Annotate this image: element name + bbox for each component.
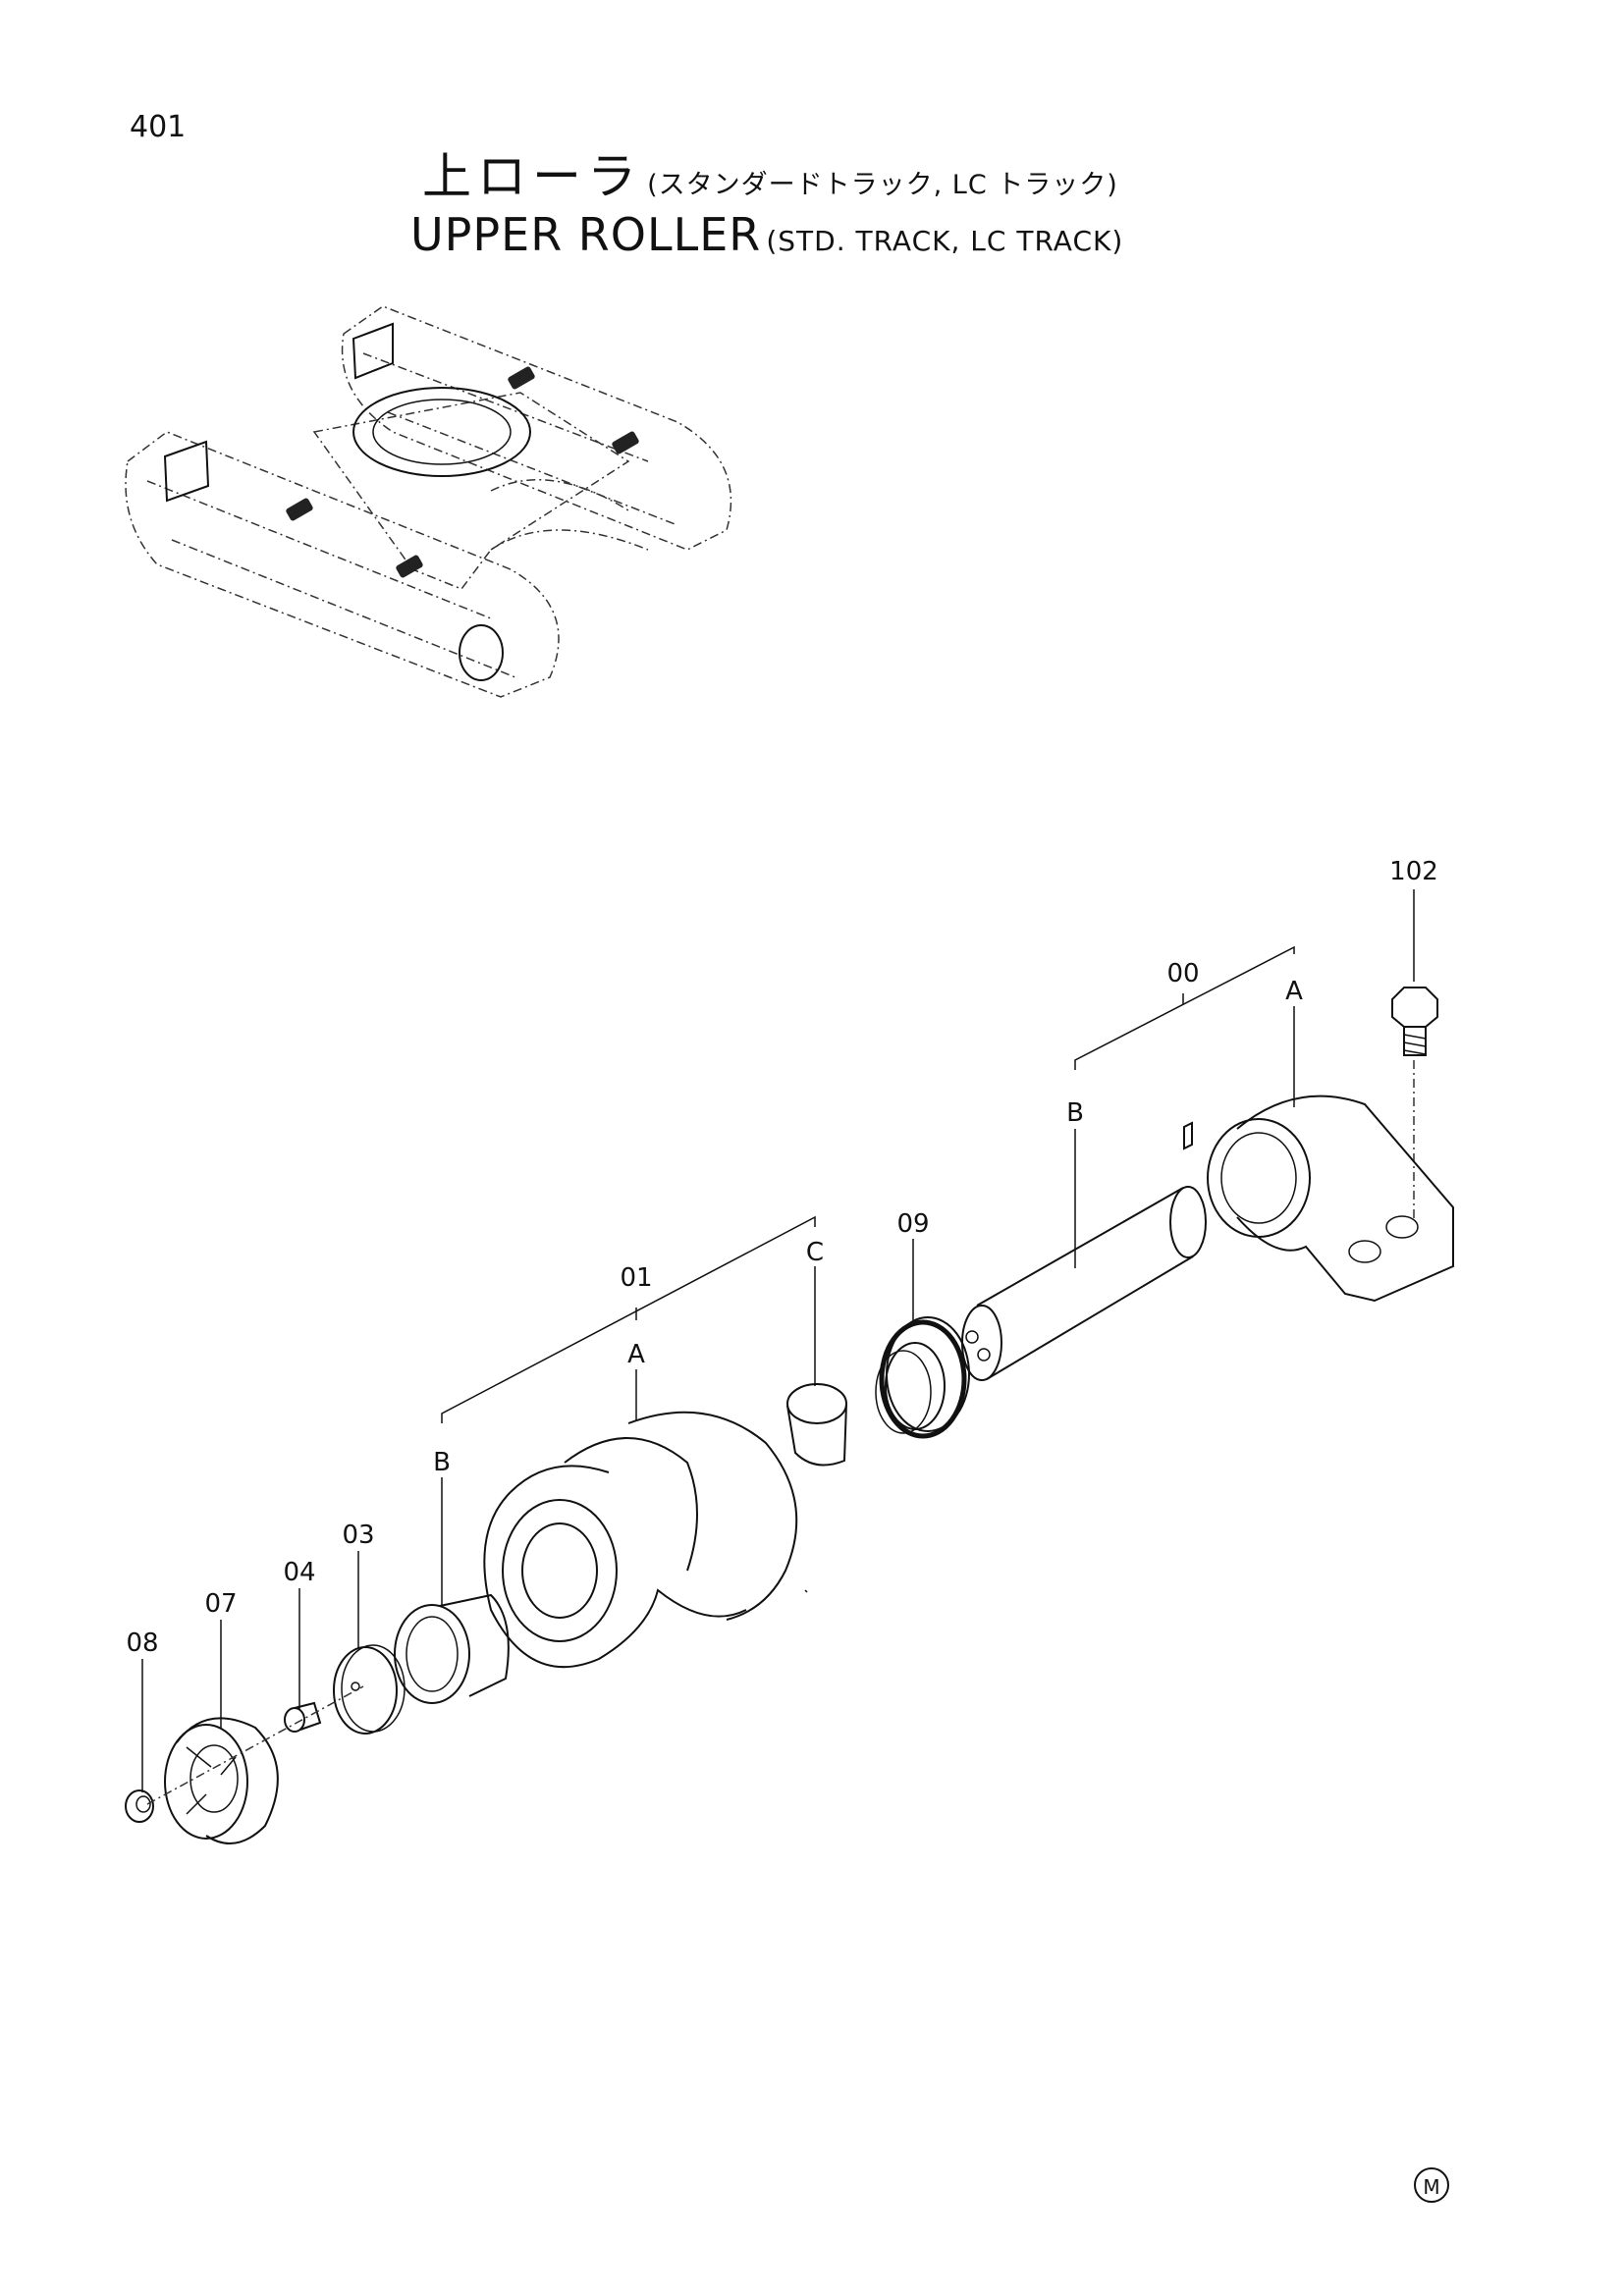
seal-09 xyxy=(875,1316,970,1439)
leader-lines xyxy=(141,945,1295,1792)
roller-01-a xyxy=(483,1411,808,1669)
bushing-01-b xyxy=(394,1593,510,1704)
callout-00-a: A xyxy=(1285,977,1303,1006)
callout-03: 03 xyxy=(342,1521,374,1550)
shaft-00-b xyxy=(961,1186,1207,1381)
callout-labels: 102 00 A B 09 01 A C B 03 04 07 08 xyxy=(126,857,1437,1658)
plug-08 xyxy=(125,1789,154,1823)
callout-00: 00 xyxy=(1166,959,1199,988)
title-english: UPPER ROLLER (STD. TRACK, LC TRACK) xyxy=(410,208,1123,261)
bushing-01-c xyxy=(786,1383,847,1467)
roller-location-marks xyxy=(286,366,639,578)
title-jp-main: 上ローラ xyxy=(422,148,642,205)
callout-01: 01 xyxy=(620,1263,652,1293)
callout-09: 09 xyxy=(896,1209,929,1239)
page-number: 401 xyxy=(130,110,187,144)
callout-01-a: A xyxy=(627,1340,645,1369)
cover-07 xyxy=(164,1717,279,1844)
title-japanese: 上ローラ (スタンダードトラック, LC トラック) xyxy=(422,137,1118,208)
title-en-main: UPPER ROLLER xyxy=(410,208,762,261)
bolt-04 xyxy=(284,1701,322,1733)
callout-04: 04 xyxy=(283,1558,315,1587)
title-jp-subtitle: (スタンダードトラック, LC トラック) xyxy=(647,170,1118,200)
callout-08: 08 xyxy=(126,1629,158,1658)
callout-01-c: C xyxy=(806,1238,824,1267)
manufacturer-mark: M xyxy=(1414,2167,1449,2203)
title-en-subtitle: (STD. TRACK, LC TRACK) xyxy=(766,225,1124,257)
callout-00-b: B xyxy=(1066,1098,1084,1128)
callout-01-b: B xyxy=(433,1448,451,1477)
exploded-view xyxy=(125,889,1454,1844)
bracket-00 xyxy=(1183,1095,1454,1303)
bolt-102 xyxy=(1391,889,1438,1222)
callout-07: 07 xyxy=(204,1589,237,1619)
callout-102: 102 xyxy=(1389,857,1438,886)
undercarriage-sketch xyxy=(125,305,732,698)
